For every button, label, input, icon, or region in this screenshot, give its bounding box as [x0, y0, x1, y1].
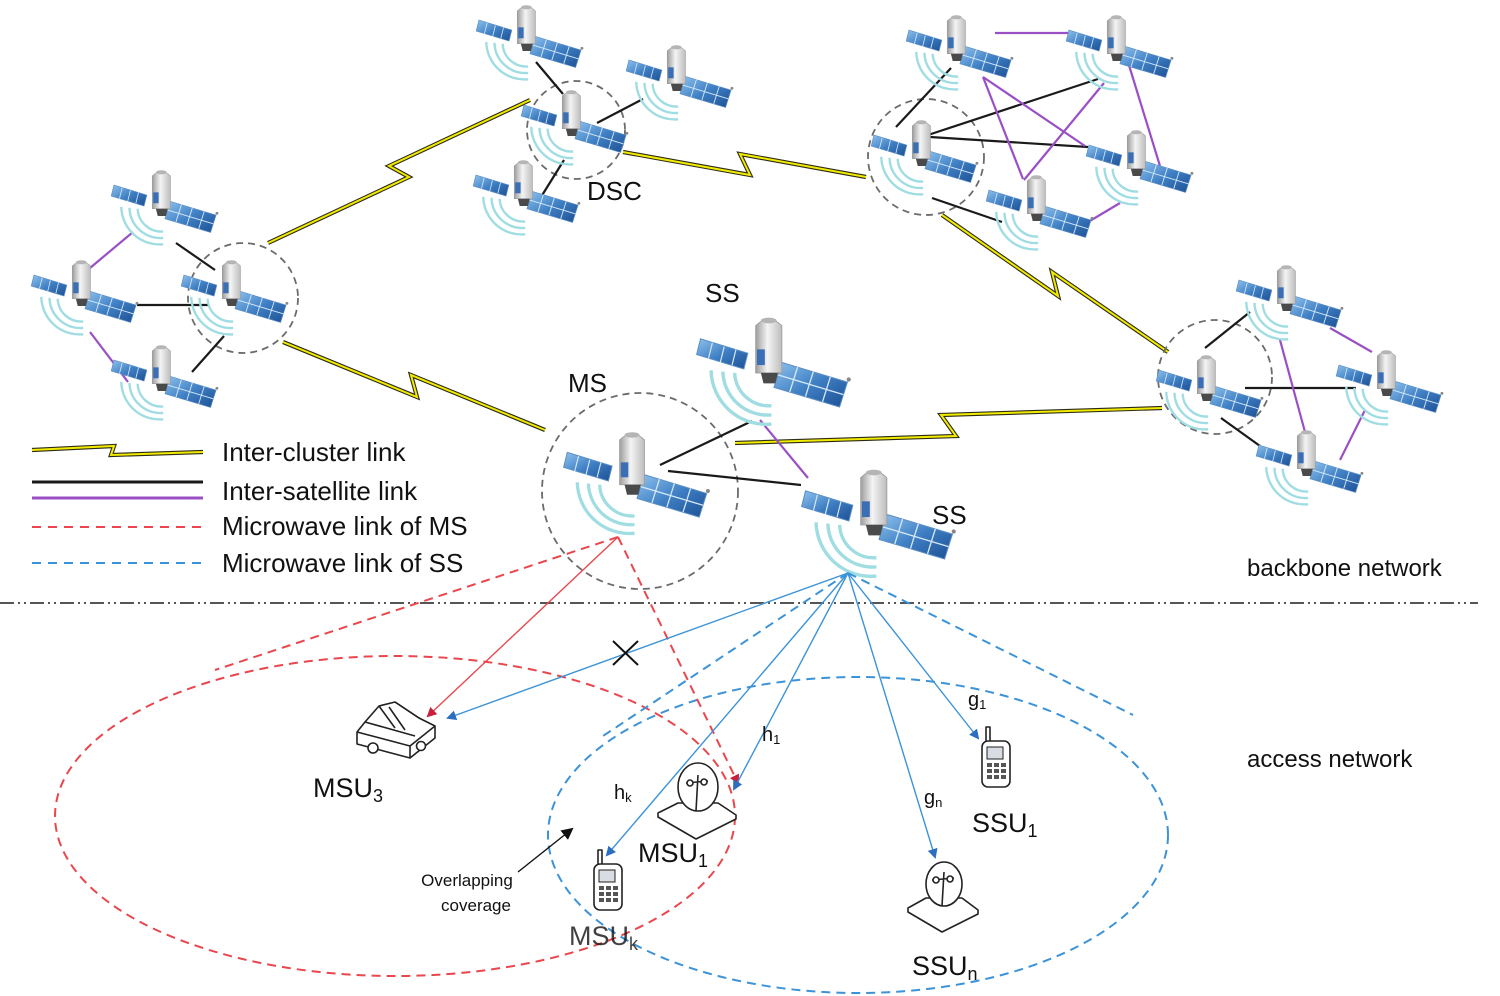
ss-beam-hk-to-msuk [605, 572, 849, 857]
isl-ms-ss-lower [667, 469, 802, 487]
ssun-label: SSUn [912, 951, 978, 984]
isl-dsc-center-bottom [540, 159, 565, 198]
isl-tr-topright-bottom [1023, 82, 1105, 181]
satellite-icon[interactable] [472, 159, 582, 236]
channel-label-h1: h1 [762, 724, 780, 747]
ms-beam-to-msu3 [426, 536, 619, 718]
ss-upper-label: SS [705, 278, 740, 308]
isl-left-top-left [89, 231, 134, 269]
msuk-label: MSUk [569, 921, 639, 954]
ss-beam-edge-right [847, 572, 1134, 716]
ss-microwave-beams [446, 572, 1134, 859]
satellite-icon[interactable] [905, 14, 1015, 91]
ss-beam-edge-left [599, 572, 849, 739]
ms-satellite-icon[interactable] [562, 430, 712, 536]
isl-tr-topright-rightmid [1126, 61, 1162, 167]
ss-beam-g1-to-ssu1 [847, 572, 980, 740]
ss-beam-h1-to-msu1 [733, 572, 849, 791]
isl-r-top-right [1329, 327, 1373, 353]
overlap-annotation-line2: coverage [441, 896, 511, 915]
inter-cluster-links [267, 98, 1170, 446]
isl-left-bottom-center [191, 335, 225, 373]
inter-cluster-link-left-ms [282, 340, 546, 432]
mobile-phone-icon[interactable] [981, 726, 1011, 788]
isl-tr-center-bottom [931, 196, 1003, 224]
satellite-icon[interactable] [985, 174, 1095, 251]
channel-label-gn: gn [924, 787, 942, 810]
inter-cluster-link-ms-right [734, 405, 1163, 446]
legend-item-microwave-ms: Microwave link of MS [32, 511, 468, 541]
cluster-head-satellite-icon[interactable] [180, 259, 290, 336]
satellite-icon[interactable] [110, 169, 220, 246]
satellite-icon[interactable] [625, 44, 735, 121]
inter-cluster-link-dsc-topright [622, 149, 867, 180]
satellite-icon[interactable] [1235, 264, 1345, 341]
ss-beam-gn-to-ssun [847, 572, 938, 859]
ms-microwave-beams [214, 536, 739, 785]
overlap-annotation-line1: Overlapping [421, 871, 513, 890]
backbone-network-label: backbone network [1247, 555, 1443, 582]
ms-beam-edge-left [214, 536, 619, 671]
isl-r-top-bottom [1278, 339, 1307, 433]
inter-cluster-link-topright-right [940, 213, 1170, 354]
isl-tr-center-topright [927, 77, 1099, 137]
overlap-pointer-arrow [517, 827, 574, 873]
legend-label: Microwave link of SS [222, 548, 463, 578]
ss-lower-label: SS [932, 500, 967, 530]
satellite-icon[interactable] [475, 4, 585, 81]
satellite-icon[interactable] [30, 259, 140, 336]
car-icon[interactable] [356, 701, 436, 759]
cluster-boundary-right [1157, 319, 1273, 435]
dsc-label: DSC [587, 176, 642, 206]
cluster-boundary-ms [541, 392, 739, 590]
msu1-label: MSU1 [638, 838, 708, 871]
legend-item-microwave-ss: Microwave link of SS [32, 548, 463, 578]
satellite-dish-terminal-icon[interactable] [907, 861, 979, 933]
legend-item-inter-satellite: Inter-satellite link [32, 476, 418, 506]
cluster-head-satellite-icon[interactable] [1155, 354, 1265, 431]
ss-beam-to-msu3-blocked [446, 572, 849, 720]
ms-beam-to-msu1 [617, 536, 739, 785]
isl-tr-topleft-rightmid [982, 76, 1086, 147]
isl-r-right-bottom [1339, 409, 1366, 461]
channel-label-hk: hk [614, 782, 632, 805]
inter-cluster-link-left-dsc [267, 98, 531, 245]
cluster-boundary-left [187, 242, 299, 354]
access-network-label: access network [1247, 746, 1413, 773]
ss-upper-satellite-icon[interactable] [695, 315, 853, 427]
isl-left-top-center [175, 242, 216, 271]
channel-label-g1: g1 [968, 689, 986, 712]
isl-r-center-top [1204, 311, 1251, 349]
legend: Inter-cluster link Inter-satellite link … [31, 437, 468, 578]
ss-coverage-area [547, 676, 1169, 994]
cluster-boundary-dsc [526, 80, 626, 180]
ssu1-label: SSU1 [972, 808, 1038, 841]
satellite-icon[interactable] [1255, 429, 1365, 506]
satellite-icon[interactable] [1085, 129, 1195, 206]
isl-tr-center-topleft [895, 67, 952, 128]
satellite-icon[interactable] [1065, 14, 1175, 91]
isl-ss-upper-ss-lower [759, 419, 809, 479]
ms-label: MS [568, 368, 607, 398]
isl-dsc-center-right [596, 98, 644, 124]
msu3-label: MSU3 [313, 773, 383, 806]
cluster-boundary-topright [867, 98, 985, 216]
isl-r-center-bottom [1220, 417, 1261, 447]
isl-tr-topleft-bottom [981, 76, 1025, 180]
cluster-head-satellite-icon[interactable] [870, 119, 980, 196]
isl-ms-ss-upper [659, 420, 753, 466]
mobile-phone-icon[interactable] [593, 849, 623, 911]
blocked-link-x-icon [612, 640, 639, 666]
satellite-dish-terminal-icon[interactable] [657, 762, 737, 840]
legend-label: Microwave link of MS [222, 511, 468, 541]
legend-item-inter-cluster: Inter-cluster link [31, 437, 406, 467]
isl-dsc-top-center [535, 61, 564, 95]
legend-label: Inter-cluster link [222, 437, 406, 467]
legend-label: Inter-satellite link [222, 476, 418, 506]
